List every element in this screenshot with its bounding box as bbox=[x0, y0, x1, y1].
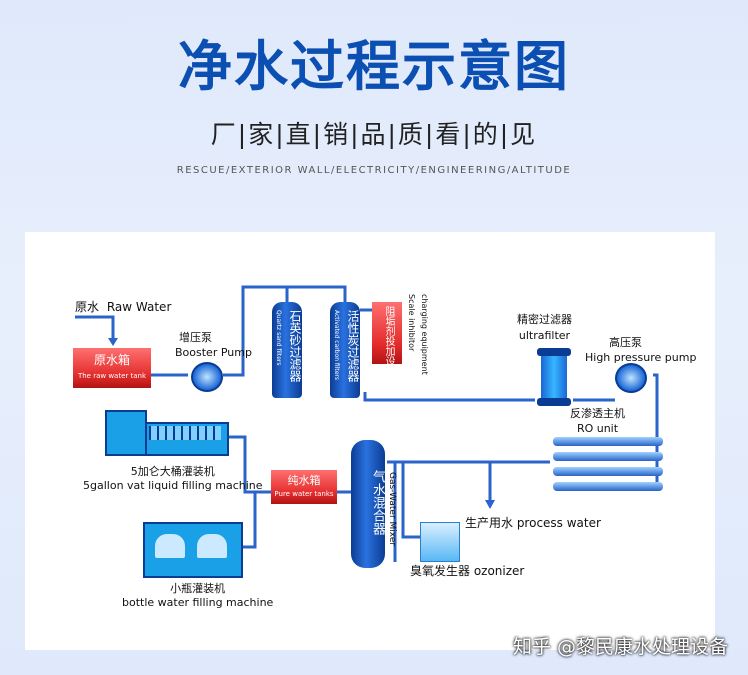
gallon-machine-label: 5加仑大桶灌装机 5gallon vat liquid filling mach… bbox=[83, 465, 263, 492]
ro-membrane-rack bbox=[553, 437, 663, 493]
process-water-label: 生产用水 process water bbox=[465, 516, 601, 530]
pipe-raw-inlet bbox=[75, 315, 115, 340]
booster-pump-icon bbox=[191, 362, 223, 392]
scale-inhibitor-en-label: Scale inhibitor bbox=[407, 294, 416, 352]
pure-water-tank: 纯水箱 Pure water tanks bbox=[271, 470, 337, 504]
bottle-filling-machine bbox=[143, 522, 243, 578]
pipe-quartz-to-carbon bbox=[287, 285, 347, 302]
page-title: 净水过程示意图 bbox=[178, 35, 570, 98]
high-pressure-pump-icon bbox=[615, 363, 647, 393]
bottle-machine-label: 小瓶灌装机 bottle water filling machine bbox=[122, 582, 274, 609]
raw-water-tank: 原水箱 The raw water tank bbox=[73, 348, 151, 388]
precision-filter-label: 精密过滤器 ultrafilter bbox=[517, 313, 572, 342]
process-diagram-panel: 原水 Raw Water 原水箱 The raw water tank 增压泵 … bbox=[25, 232, 715, 650]
ultrafilter-unit bbox=[537, 348, 571, 406]
pipe-to-ultrafilter bbox=[363, 392, 535, 402]
high-pressure-pump-label: 高压泵 High pressure pump bbox=[585, 336, 697, 364]
scale-inhibitor-dosing: 阻垢剂投加设备 bbox=[372, 302, 402, 376]
activated-carbon-filter: 活性炭过滤器 Activated carbon filters bbox=[330, 302, 360, 398]
pipe-to-bottle-machine bbox=[240, 492, 257, 549]
gas-water-mixer: 气水混合器 bbox=[351, 440, 385, 568]
quartz-sand-filter: 石英砂过滤器 Quartz sand filters bbox=[272, 302, 302, 398]
pipe-to-gallon-machine bbox=[225, 435, 271, 494]
pipe-mixer-to-ozonizer bbox=[387, 460, 420, 539]
pipe-pump-to-quartz bbox=[223, 285, 289, 377]
arrow-process-water bbox=[485, 500, 495, 509]
ro-unit-label: 反渗透主机 RO unit bbox=[570, 407, 625, 435]
page-subtitle: 厂|家|直|销|品|质|看|的|见 bbox=[210, 120, 538, 149]
watermark: 知乎 @黎民康水处理设备 bbox=[512, 636, 728, 658]
raw-water-label: 原水 Raw Water bbox=[75, 300, 172, 314]
booster-pump-label: 增压泵 Booster Pump bbox=[175, 331, 252, 359]
page-caption: RESCUE/EXTERIOR WALL/ELECTRICITY/ENGINEE… bbox=[176, 165, 572, 176]
gas-water-mixer-en-label: Gas-Water Mixer bbox=[387, 472, 397, 547]
scale-inhibitor-en-label-2: charging equipment bbox=[420, 294, 429, 375]
pipe-ro-to-mixer bbox=[393, 460, 550, 562]
arrow-raw-inlet bbox=[108, 338, 118, 346]
ozonizer-unit bbox=[420, 522, 460, 562]
ozonizer-label: 臭氧发生器 ozonizer bbox=[410, 564, 525, 578]
gallon-filling-machine bbox=[105, 410, 229, 456]
